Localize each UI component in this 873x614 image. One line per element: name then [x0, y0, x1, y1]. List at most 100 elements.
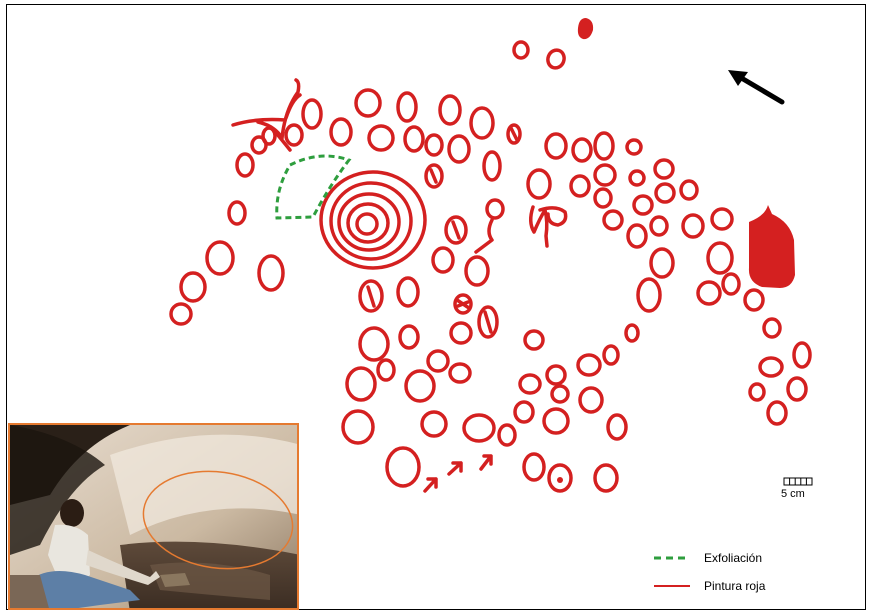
paint-ring [595, 189, 611, 207]
paint-ring [571, 176, 589, 196]
drawing-stroke [160, 573, 190, 587]
paint-ring [426, 135, 442, 155]
paint-ring [595, 133, 613, 159]
paint-ring [471, 108, 493, 138]
drawing-stroke [431, 170, 436, 182]
legend-item-red-paint: Pintura roja [652, 576, 765, 596]
paint-ring [450, 364, 470, 382]
paint-ring [524, 454, 544, 480]
paint-ring [398, 278, 418, 306]
paint-ring [356, 90, 380, 116]
paint-arrow [481, 456, 491, 469]
paint-ring [573, 139, 591, 161]
paint-ring [651, 217, 667, 235]
paint-ring [181, 273, 205, 301]
paint-arrow [425, 479, 436, 491]
paint-ring [546, 134, 566, 158]
paint-ring [237, 154, 253, 176]
exfoliation-outline [277, 156, 349, 218]
paint-ring [578, 355, 600, 375]
paint-ring [451, 323, 471, 343]
paint-ring [627, 140, 641, 154]
scale-label: 5 cm [781, 488, 805, 500]
drawing-stroke [784, 478, 812, 485]
paint-ring [515, 402, 533, 422]
drawing-stroke [511, 128, 517, 140]
paint-ring [528, 170, 550, 198]
paint-ring [464, 415, 494, 441]
paint-ring [708, 243, 732, 273]
paint-ring [398, 93, 416, 121]
paint-ring [630, 171, 644, 185]
paint-ring [580, 388, 602, 412]
paint-ring [745, 290, 763, 310]
paint-ring [656, 184, 674, 202]
paint-ring [171, 304, 191, 324]
drawing-stroke [60, 499, 84, 527]
paint-ring [433, 248, 453, 272]
paint-ring [545, 48, 566, 70]
paint-ring [723, 274, 739, 294]
paint-ring [347, 368, 375, 400]
legend-item-exfoliation: Exfoliación [652, 548, 762, 568]
paint-ring [794, 343, 810, 367]
dashed-line-swatch [652, 555, 692, 561]
paint-ring [788, 378, 806, 400]
paint-ring [768, 402, 786, 424]
paint-ring [634, 196, 652, 214]
paint-ring [229, 202, 245, 224]
drawing-stroke [357, 214, 377, 234]
paint-ring [681, 181, 697, 199]
paint-ring [360, 328, 388, 360]
paint-ring [552, 386, 568, 402]
paint-filled-blob [749, 205, 795, 288]
paint-ring [286, 125, 302, 145]
cave-photo [10, 425, 299, 610]
paint-wavy-line [476, 220, 492, 252]
paint-ring [422, 412, 446, 436]
legend-label: Exfoliación [704, 551, 762, 565]
drawing-stroke [368, 287, 374, 306]
arrow-up-left-icon [728, 70, 782, 102]
paint-ring [764, 319, 780, 337]
paint-ring [655, 160, 673, 178]
paint-ring [760, 358, 782, 376]
paint-ring [207, 242, 233, 274]
solid-line-swatch [652, 583, 692, 589]
scale-bar: 5 cm [781, 476, 817, 506]
paint-ring [604, 211, 622, 229]
paint-ring [544, 409, 568, 433]
paint-ring [252, 137, 266, 153]
paint-ring [387, 448, 419, 486]
paint-ring [378, 360, 394, 380]
paint-ring [750, 384, 764, 400]
paint-ring [638, 279, 660, 311]
paint-ring [400, 326, 418, 348]
paint-ring [712, 209, 732, 229]
paint-arrow [449, 463, 461, 474]
paint-ring [343, 411, 373, 443]
paint-ring [428, 351, 448, 371]
paint-ring [547, 366, 565, 384]
drawing-stroke [348, 204, 388, 242]
paint-ring [499, 425, 515, 445]
paint-wavy-line [531, 207, 566, 246]
paint-ring [259, 256, 283, 290]
paint-branch-motif [233, 80, 300, 150]
paint-ring [466, 257, 488, 285]
paint-ring [595, 165, 615, 185]
paint-ring [303, 100, 321, 128]
paint-ring [440, 96, 460, 124]
drawing-stroke [457, 300, 469, 308]
paint-ring [683, 215, 703, 237]
paint-ring [525, 331, 543, 349]
paint-ring [487, 200, 503, 218]
paint-ring [651, 249, 673, 277]
scale-bar-graphic [783, 476, 819, 488]
paint-ring [331, 119, 351, 145]
paint-ring [369, 126, 393, 150]
legend-label: Pintura roja [704, 579, 765, 593]
drawing-stroke [453, 222, 459, 238]
drawing-stroke [485, 312, 491, 332]
paint-ring [520, 375, 540, 393]
